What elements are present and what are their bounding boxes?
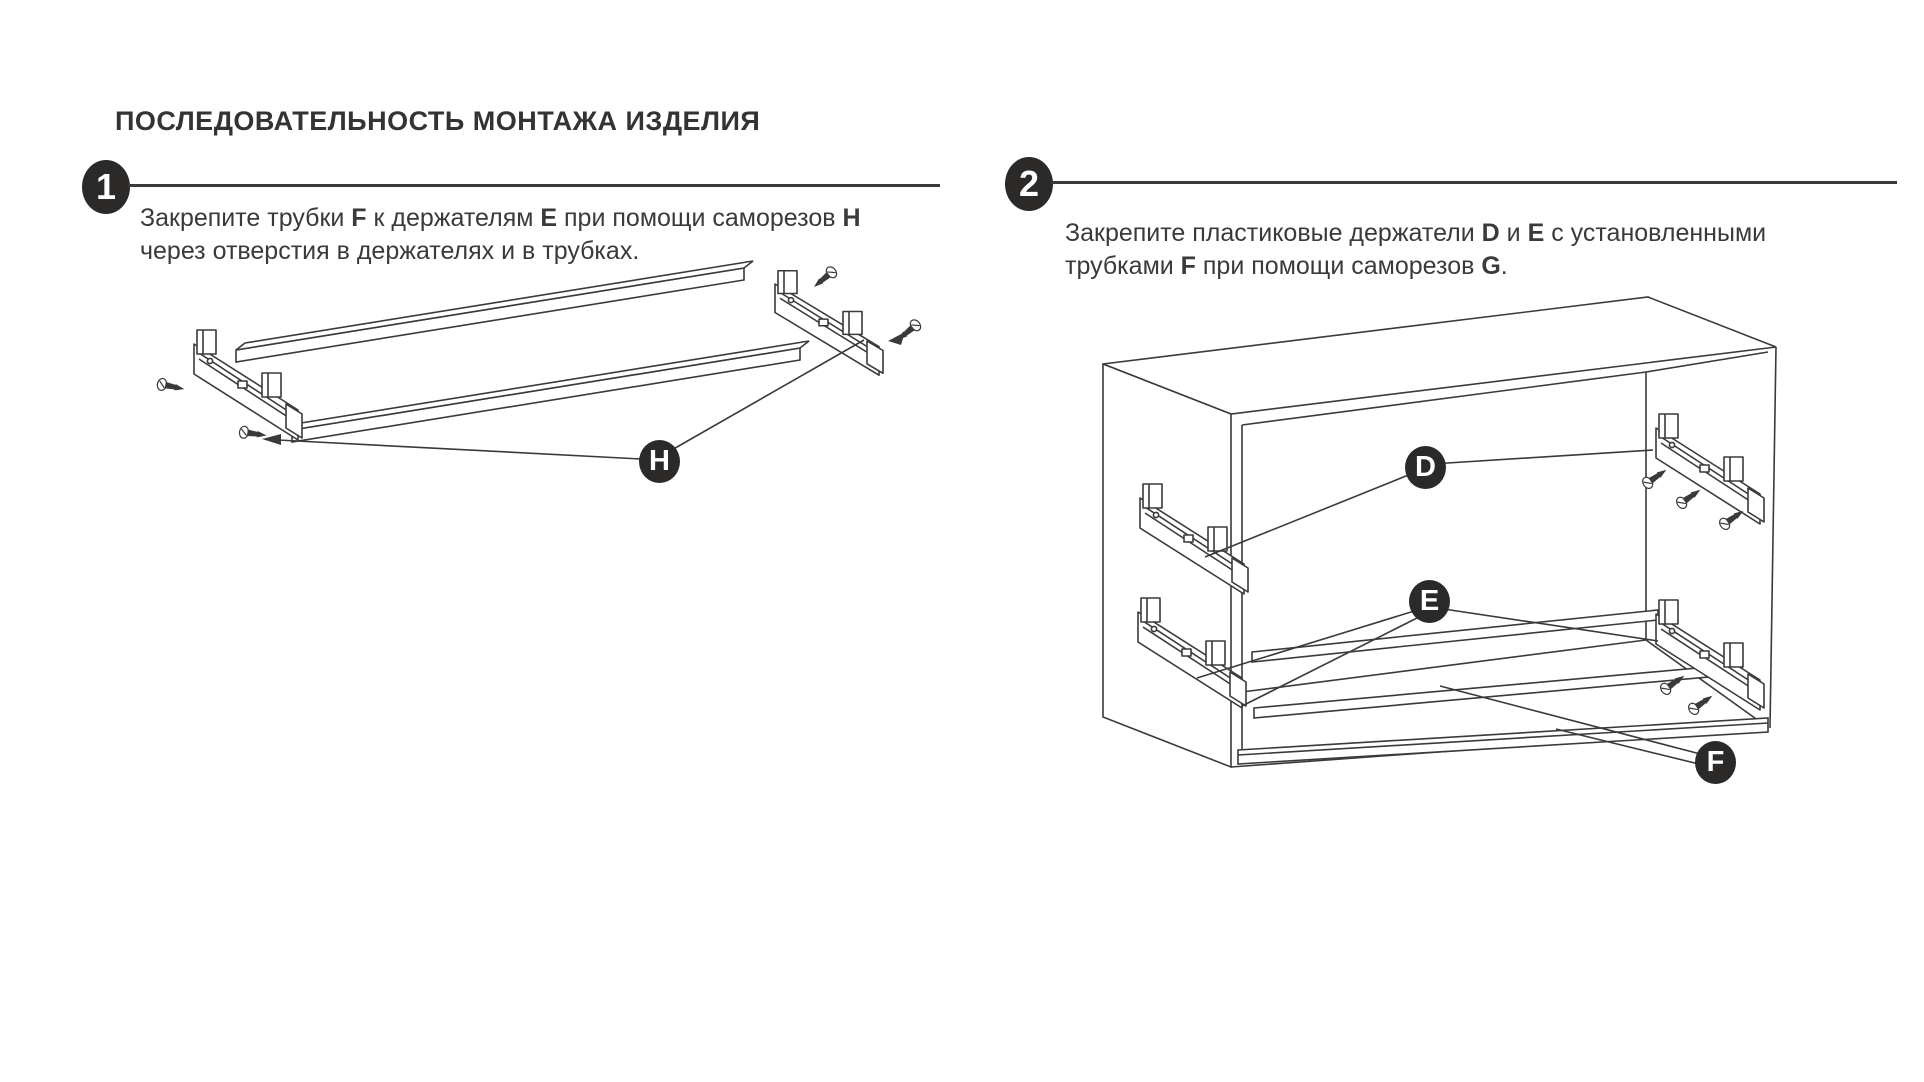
tube-upper: [235, 260, 754, 363]
part-label-f: F: [1695, 741, 1736, 784]
step-1-instructions: Закрепите трубки F к держателям E при по…: [140, 202, 861, 268]
leader-lines-f: [1439, 685, 1709, 767]
tube-lower: [291, 340, 810, 443]
step-1-rule: [128, 184, 940, 187]
part-label-d: D: [1405, 446, 1446, 489]
part-label-e: E: [1409, 580, 1450, 623]
step-2-line-1: Закрепите пластиковые держатели D и E с …: [1065, 219, 1767, 247]
step-2-rule: [1051, 181, 1897, 184]
arrow-icon: [888, 332, 905, 345]
step-1-badge: 1: [82, 160, 130, 214]
step-2-badge: 2: [1005, 157, 1053, 211]
leader-lines-h: [262, 339, 865, 461]
tube-frame: [1237, 609, 1769, 765]
leader-lines-e: [1196, 607, 1659, 707]
step-2-line-2: трубками F при помощи саморезов G.: [1065, 252, 1508, 280]
leader-lines-d: [1204, 449, 1654, 558]
step-1-line-1: Закрепите трубки F к держателям E при по…: [140, 204, 861, 232]
part-label-h: H: [639, 440, 680, 483]
page-title: ПОСЛЕДОВАТЕЛЬНОСТЬ МОНТАЖА ИЗДЕЛИЯ: [115, 106, 761, 136]
step-2-instructions: Закрепите пластиковые держатели D и E с …: [1065, 217, 1766, 283]
step-1-line-2: через отверстия в держателях и в трубках…: [140, 237, 640, 265]
step1-diagram: [155, 260, 924, 461]
cabinet-diagram: [1102, 296, 1777, 769]
